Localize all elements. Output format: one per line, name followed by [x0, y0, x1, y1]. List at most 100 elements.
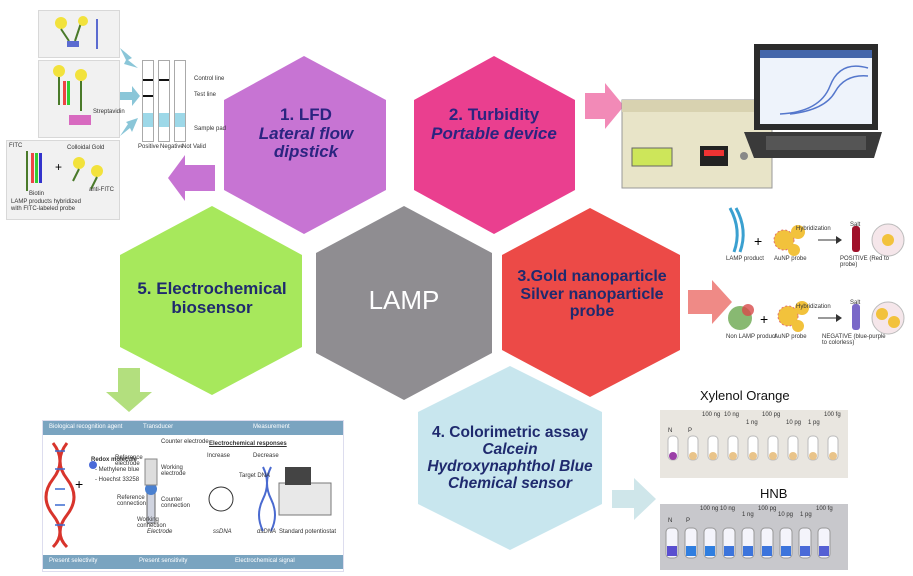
hnb-title: HNB: [760, 486, 788, 501]
lfd-probe-panel-3: + FITC Colloidal Gold anti-FITC Biotin L…: [6, 140, 120, 220]
negative-label: Negative: [160, 144, 184, 150]
xylenol-lane-n: N: [668, 428, 673, 434]
reference-electrode-label: Reference electrode: [115, 455, 143, 467]
colorimetric-title: 4. Colorimetric assay: [432, 424, 588, 441]
xylenol-lane-p: P: [688, 428, 693, 434]
hexagon-lamp: [316, 206, 492, 400]
turbidity-subtitle: Portable device: [431, 123, 557, 143]
gold-subtitle-1: Silver nanoparticle: [520, 285, 664, 303]
positive-result-label: POSITIVE (Red to probe): [840, 256, 890, 268]
turbidity-title: 2. Turbidity: [448, 105, 540, 124]
colorimetric-subtitle-1: Calcein: [482, 441, 538, 459]
gold-subtitle-2: probe: [569, 303, 615, 321]
hybridization-label-1: Hybridization: [796, 226, 831, 232]
lfd-caption: LAMP products hybridized with FITC-label…: [11, 199, 81, 212]
potentiostat-caption: Standard potentiostat: [279, 529, 337, 535]
footer-selectivity: Present selectivity: [49, 558, 98, 564]
xylenol-lane-100fg: 100 fg: [824, 412, 841, 418]
gold-label: 3.Gold nanoparticle Silver nanoparticle …: [504, 268, 680, 321]
probe-diagram-icon: [55, 16, 98, 49]
control-line-label: Control line: [194, 76, 225, 82]
xylenol-lane-10pg: 10 pg: [786, 420, 802, 426]
svg-text:+: +: [754, 233, 762, 249]
xylenol-tubes-photo: N P 100 ng 10 ng 1 ng 100 pg 10 pg 1 pg …: [660, 410, 848, 478]
turbidimeter-device-image: [621, 44, 882, 189]
negative-result-label: NEGATIVE (blue-purple to colorless): [822, 334, 886, 346]
footer-signal: Electrochemical signal: [235, 558, 295, 564]
lfd-strip-panel: Control line Test line Sample pad Positi…: [138, 60, 248, 156]
lfd-probe-panel-2: Streptavidin: [38, 60, 125, 138]
xylenol-lane-1ng: 1 ng: [746, 420, 758, 426]
streptavidin-label: Streptavidin: [93, 109, 125, 115]
arrow-to-colorimetric: [612, 478, 656, 520]
gold-antibody-icon: +: [26, 151, 103, 191]
gold-title: 3.Gold nanoparticle: [517, 268, 667, 285]
lfd-label: 1. LFD Lateral flow dipstick: [232, 105, 380, 162]
hnb-lane-10pg: 10 pg: [778, 512, 794, 518]
dsdna-caption: dsDNA: [257, 529, 277, 535]
response-increase: Increase: [207, 453, 231, 459]
ssdna-caption: ssDNA: [213, 529, 232, 535]
hexagon-lfd: [224, 56, 386, 234]
anti-fitc-label: anti-FITC: [89, 187, 115, 193]
electro-footer-bar: [43, 555, 343, 569]
redox-item-2: - Hoechst 33258: [95, 477, 140, 483]
sample-pad-label: Sample pad: [194, 126, 227, 132]
non-lamp-product-label: Non LAMP product: [726, 334, 777, 340]
hnb-tubes-photo: N P 100 ng 10 ng 1 ng 100 pg 10 pg 1 pg …: [660, 504, 848, 570]
electrochemical-label: 5. Electrochemical biosensor: [122, 279, 302, 317]
xylenol-tubes-icon: [667, 435, 839, 461]
hnb-tubes-icon: [665, 527, 831, 559]
header-transducer: Transducer: [143, 424, 174, 430]
salt-label-2: Salt: [850, 300, 861, 306]
hnb-lane-1ng: 1 ng: [742, 512, 754, 518]
lamp-center-label: LAMP: [368, 285, 440, 315]
hnb-lane-1pg: 1 pg: [800, 512, 812, 518]
lamp-product-label: LAMP product: [726, 256, 764, 262]
svg-text:+: +: [75, 476, 83, 492]
lfd-subtitle-2: dipstick: [273, 142, 339, 162]
target-dna-label: Target DNA: [239, 473, 271, 479]
hexagon-colorimetric: [418, 366, 602, 550]
response-title: Electrochemical responses: [209, 441, 287, 447]
electrode-caption: Electrode: [147, 529, 173, 535]
strip-not-valid: [174, 60, 186, 142]
counter-connection-label: Counter connection: [161, 497, 191, 509]
positive-label: Positive: [138, 144, 160, 150]
strip-positive: [142, 60, 154, 142]
xylenol-lane-100pg: 100 pg: [762, 412, 781, 418]
hexagon-electrochemical: [120, 206, 302, 395]
electro-header-bar: [43, 421, 343, 435]
lfd-strip-arrows: [120, 48, 140, 136]
hnb-lane-100fg: 100 fg: [816, 506, 833, 512]
header-measurement: Measurement: [253, 424, 290, 430]
streptavidin-probe-icon: [53, 65, 91, 125]
hybridization-label-2: Hybridization: [796, 304, 831, 310]
arrow-to-nanoparticle: [688, 280, 732, 324]
colorimetric-subtitle-2: Hydroxynaphthol Blue: [427, 458, 593, 476]
xylenol-lane-10ng: 10 ng: [724, 412, 740, 418]
hnb-lane-10ng: 10 ng: [720, 506, 736, 512]
counter-electrode-label: Counter electrode: [161, 439, 209, 445]
hnb-lane-n: N: [668, 518, 673, 524]
svg-text:+: +: [760, 311, 768, 327]
working-connection-label: Working connection: [137, 517, 167, 529]
colloidal-gold-label: Colloidal Gold: [67, 145, 105, 151]
turbidity-label: 2. Turbidity Portable device: [410, 105, 578, 143]
colorimetric-label: 4. Colorimetric assay Calcein Hydroxynap…: [416, 424, 604, 492]
strip-negative: [158, 60, 170, 142]
hexagon-gold: [502, 208, 680, 397]
biotin-label: Biotin: [29, 191, 45, 197]
colorimetric-subtitle-3: Chemical sensor: [447, 475, 573, 493]
footer-sensitivity: Present sensitivity: [139, 558, 188, 564]
electrochemical-illustration: +: [44, 442, 332, 549]
test-line-label: Test line: [194, 92, 217, 98]
aunp-probe-label-2: AuNP probe: [774, 334, 807, 340]
fitc-label: FITC: [9, 143, 23, 149]
redox-item-1: - Methylene blue: [95, 467, 140, 473]
hnb-lane-p: P: [686, 518, 691, 524]
nanoparticle-probe-image: + +: [728, 207, 905, 335]
working-electrode-label: Working electrode: [161, 465, 186, 477]
hnb-lane-100pg: 100 pg: [758, 506, 777, 512]
